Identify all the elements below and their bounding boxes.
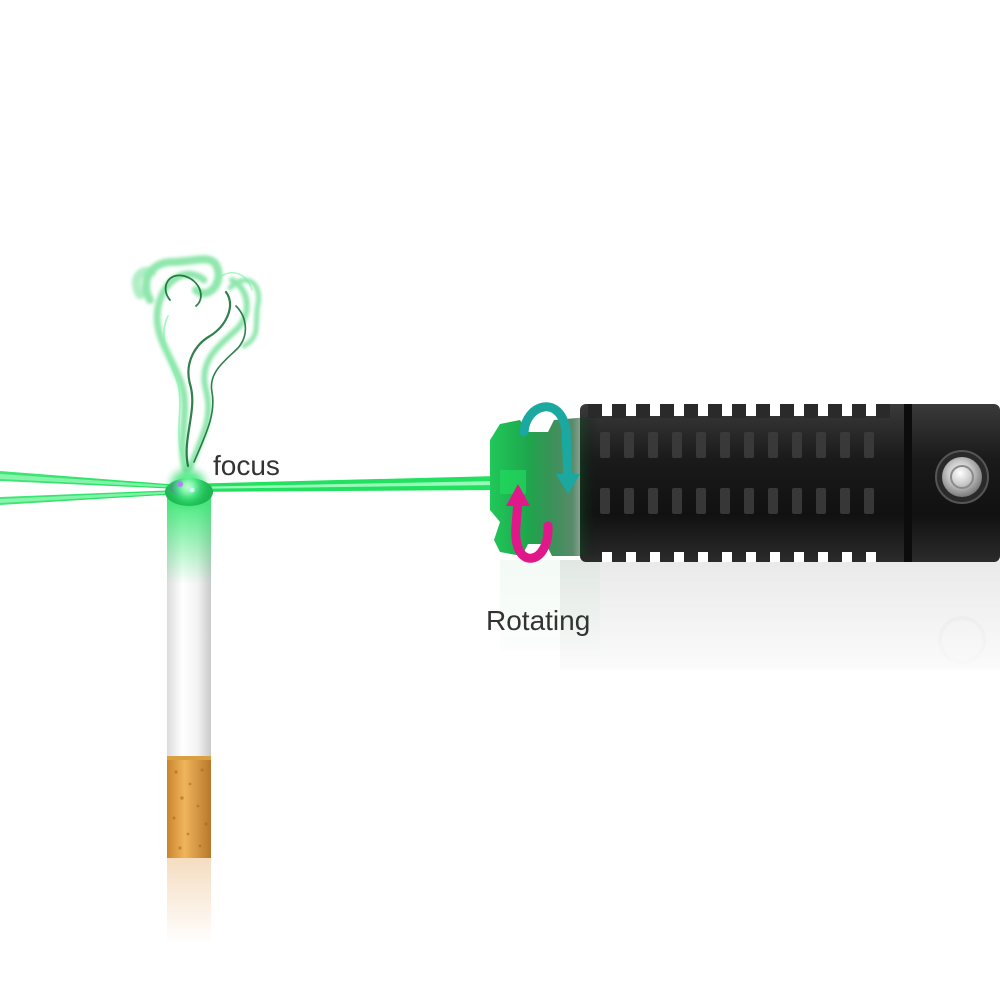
laser-pointer xyxy=(490,404,1000,562)
rotate-arrow-bottom-icon xyxy=(506,484,553,563)
rotate-arrow-top-icon xyxy=(519,402,580,494)
green-smoke xyxy=(132,255,262,474)
power-button-icon xyxy=(935,450,989,504)
cigarette xyxy=(165,465,213,944)
rotating-label: Rotating xyxy=(486,605,591,636)
laser-beam xyxy=(0,471,498,505)
laser-reflection xyxy=(490,555,1000,695)
focus-label: focus xyxy=(213,450,280,481)
